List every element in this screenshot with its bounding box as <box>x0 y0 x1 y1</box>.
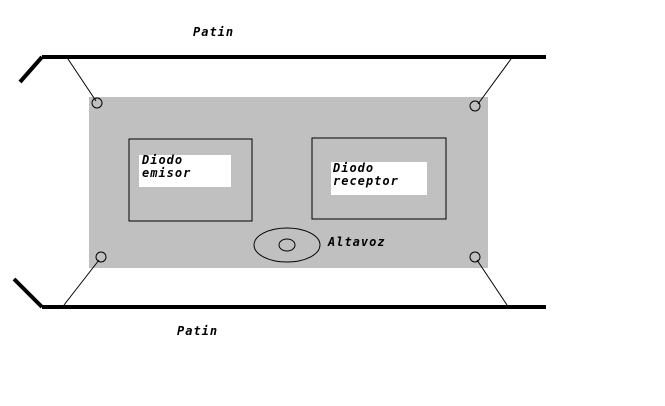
screw-top-left <box>91 97 103 109</box>
speaker-inner-icon <box>278 238 296 252</box>
screw-holes <box>91 97 481 263</box>
emitter-label-line2: emisor <box>142 166 191 180</box>
screw-bottom-left <box>95 251 107 263</box>
emitter-diode-module: Diodo emisor <box>128 138 253 222</box>
support-wire-top-left <box>67 58 97 102</box>
support-wire-top-right <box>477 58 512 105</box>
screw-top-right <box>469 100 481 112</box>
support-wires <box>63 58 512 306</box>
top-rail-label: Patin <box>193 25 234 39</box>
emitter-label-box <box>139 155 231 187</box>
speaker-label: Altavoz <box>327 235 386 249</box>
speaker <box>253 227 321 263</box>
speaker-outer-icon <box>253 227 321 263</box>
support-wire-bottom-left <box>63 259 100 306</box>
screw-bottom-right <box>469 251 481 263</box>
receiver-label-line1: Diodo <box>332 161 374 175</box>
bottom-rail-label: Patin <box>177 324 218 338</box>
receiver-label-box <box>331 162 427 195</box>
receiver-label-line2: receptor <box>333 174 399 188</box>
receiver-diode-module: Diodo receptor <box>311 137 447 220</box>
top-rail <box>18 55 546 84</box>
bottom-rail <box>12 277 546 309</box>
emitter-label-line1: Diodo <box>141 153 183 167</box>
support-wire-bottom-right <box>476 259 508 306</box>
